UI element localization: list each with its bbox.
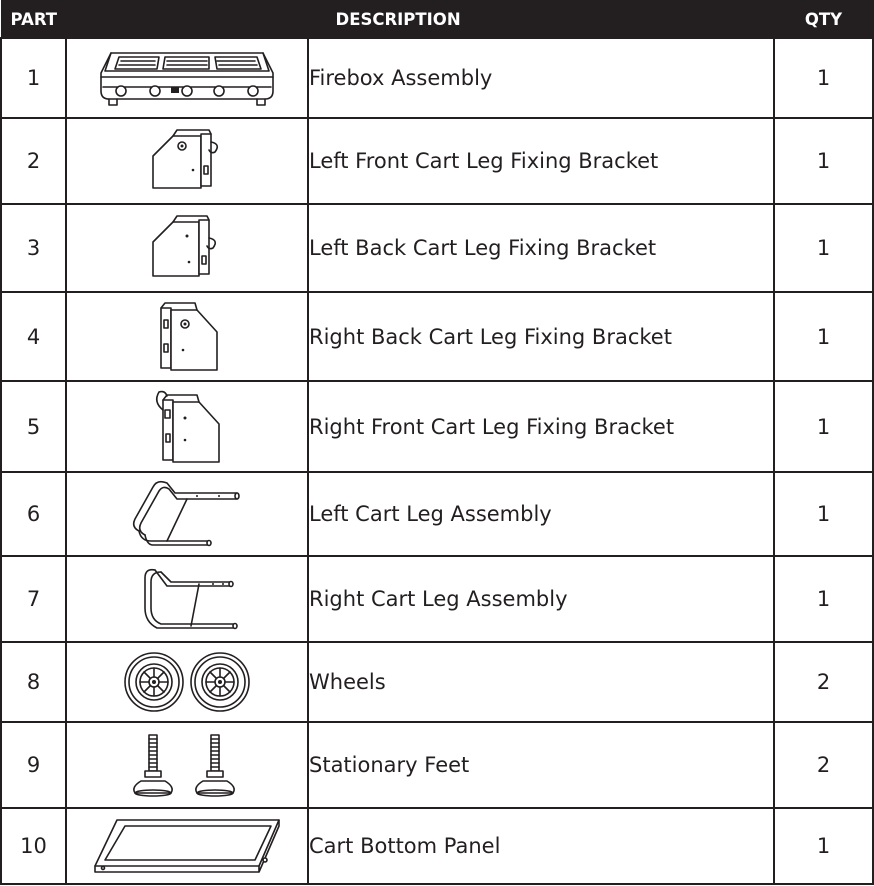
part-description: Left Front Cart Leg Fixing Bracket: [307, 117, 775, 205]
part-description: Right Front Cart Leg Fixing Bracket: [307, 380, 775, 473]
table-row: 3 Left Back Cart Leg Fixing Bracket 1: [0, 203, 874, 293]
part-qty: 1: [773, 555, 874, 643]
part-description: Left Cart Leg Assembly: [307, 471, 775, 557]
description-column-header: DESCRIPTION: [307, 0, 775, 39]
part-image: [65, 380, 309, 473]
right-back-bracket-icon: [160, 301, 218, 371]
part-description: Cart Bottom Panel: [307, 807, 775, 885]
part-description: Wheels: [307, 641, 775, 723]
table-row: 7 Right Cart Leg Assembly 1: [0, 555, 874, 643]
wheels-icon: [124, 652, 250, 712]
part-image: [65, 471, 309, 557]
part-number: 3: [0, 203, 67, 293]
firebox-icon: [100, 52, 274, 106]
part-description: Firebox Assembly: [307, 37, 775, 119]
part-number: 2: [0, 117, 67, 205]
part-image: [65, 291, 309, 382]
right-front-bracket-icon: [155, 390, 220, 463]
part-image: [65, 203, 309, 293]
table-row: 8: [0, 641, 874, 723]
part-number: 7: [0, 555, 67, 643]
part-image: [65, 555, 309, 643]
right-cart-leg-icon: [144, 568, 238, 630]
part-image: [65, 117, 309, 205]
part-qty: 1: [773, 291, 874, 382]
part-image: [65, 721, 309, 809]
part-image: [65, 37, 309, 119]
part-number: 4: [0, 291, 67, 382]
part-number: 9: [0, 721, 67, 809]
part-qty: 1: [773, 471, 874, 557]
part-number: 6: [0, 471, 67, 557]
left-back-bracket-icon: [152, 215, 217, 277]
part-qty: 2: [773, 641, 874, 723]
left-cart-leg-icon: [132, 480, 240, 547]
part-number: 8: [0, 641, 67, 723]
table-row: 6 Left Cart Leg Assembly 1: [0, 471, 874, 557]
part-qty: 1: [773, 807, 874, 885]
left-front-bracket-icon: [152, 129, 219, 189]
cart-bottom-panel-icon: [94, 819, 280, 873]
part-description: Stationary Feet: [307, 721, 775, 809]
part-column-header: PART: [0, 0, 67, 39]
table-header-row: PART DESCRIPTION QTY: [0, 0, 874, 39]
table-row: 10 Cart Bottom Panel 1: [0, 807, 874, 885]
part-description: Right Back Cart Leg Fixing Bracket: [307, 291, 775, 382]
part-qty: 1: [773, 203, 874, 293]
stationary-feet-icon: [133, 734, 235, 797]
table-row: 4 Right Back Cart Leg Fixing Bracket 1: [0, 291, 874, 382]
part-description: Right Cart Leg Assembly: [307, 555, 775, 643]
part-qty: 2: [773, 721, 874, 809]
qty-column-header: QTY: [773, 0, 874, 39]
table-row: 2 Left Front Cart Leg Fixing Bracket 1: [0, 117, 874, 205]
part-image: [65, 807, 309, 885]
table-row: 1 Firebox Assembly 1: [0, 37, 874, 119]
part-number: 10: [0, 807, 67, 885]
part-qty: 1: [773, 117, 874, 205]
table-row: 9: [0, 721, 874, 809]
part-qty: 1: [773, 380, 874, 473]
table-row: 5 Right Front Cart Leg Fixing Bracket 1: [0, 380, 874, 473]
part-number: 1: [0, 37, 67, 119]
image-column-header: [65, 0, 309, 39]
part-description: Left Back Cart Leg Fixing Bracket: [307, 203, 775, 293]
part-number: 5: [0, 380, 67, 473]
part-qty: 1: [773, 37, 874, 119]
part-image: [65, 641, 309, 723]
